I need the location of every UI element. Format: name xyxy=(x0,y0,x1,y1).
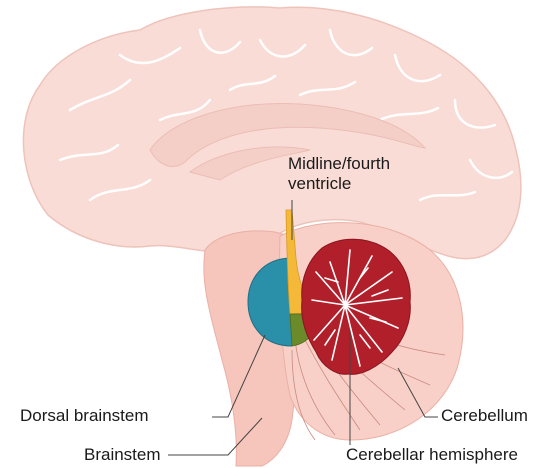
cerebellar-hemisphere-label: Cerebellar hemisphere xyxy=(346,445,518,465)
dorsal-brainstem-label: Dorsal brainstem xyxy=(20,406,149,426)
brainstem-label: Brainstem xyxy=(84,445,161,465)
cerebrum xyxy=(23,7,521,259)
midline-label-line2: ventricle xyxy=(288,174,390,194)
midline-ventricle-label: Midline/fourth ventricle xyxy=(288,154,390,194)
midline-label-line1: Midline/fourth xyxy=(288,154,390,174)
cerebellum-label: Cerebellum xyxy=(441,406,528,426)
